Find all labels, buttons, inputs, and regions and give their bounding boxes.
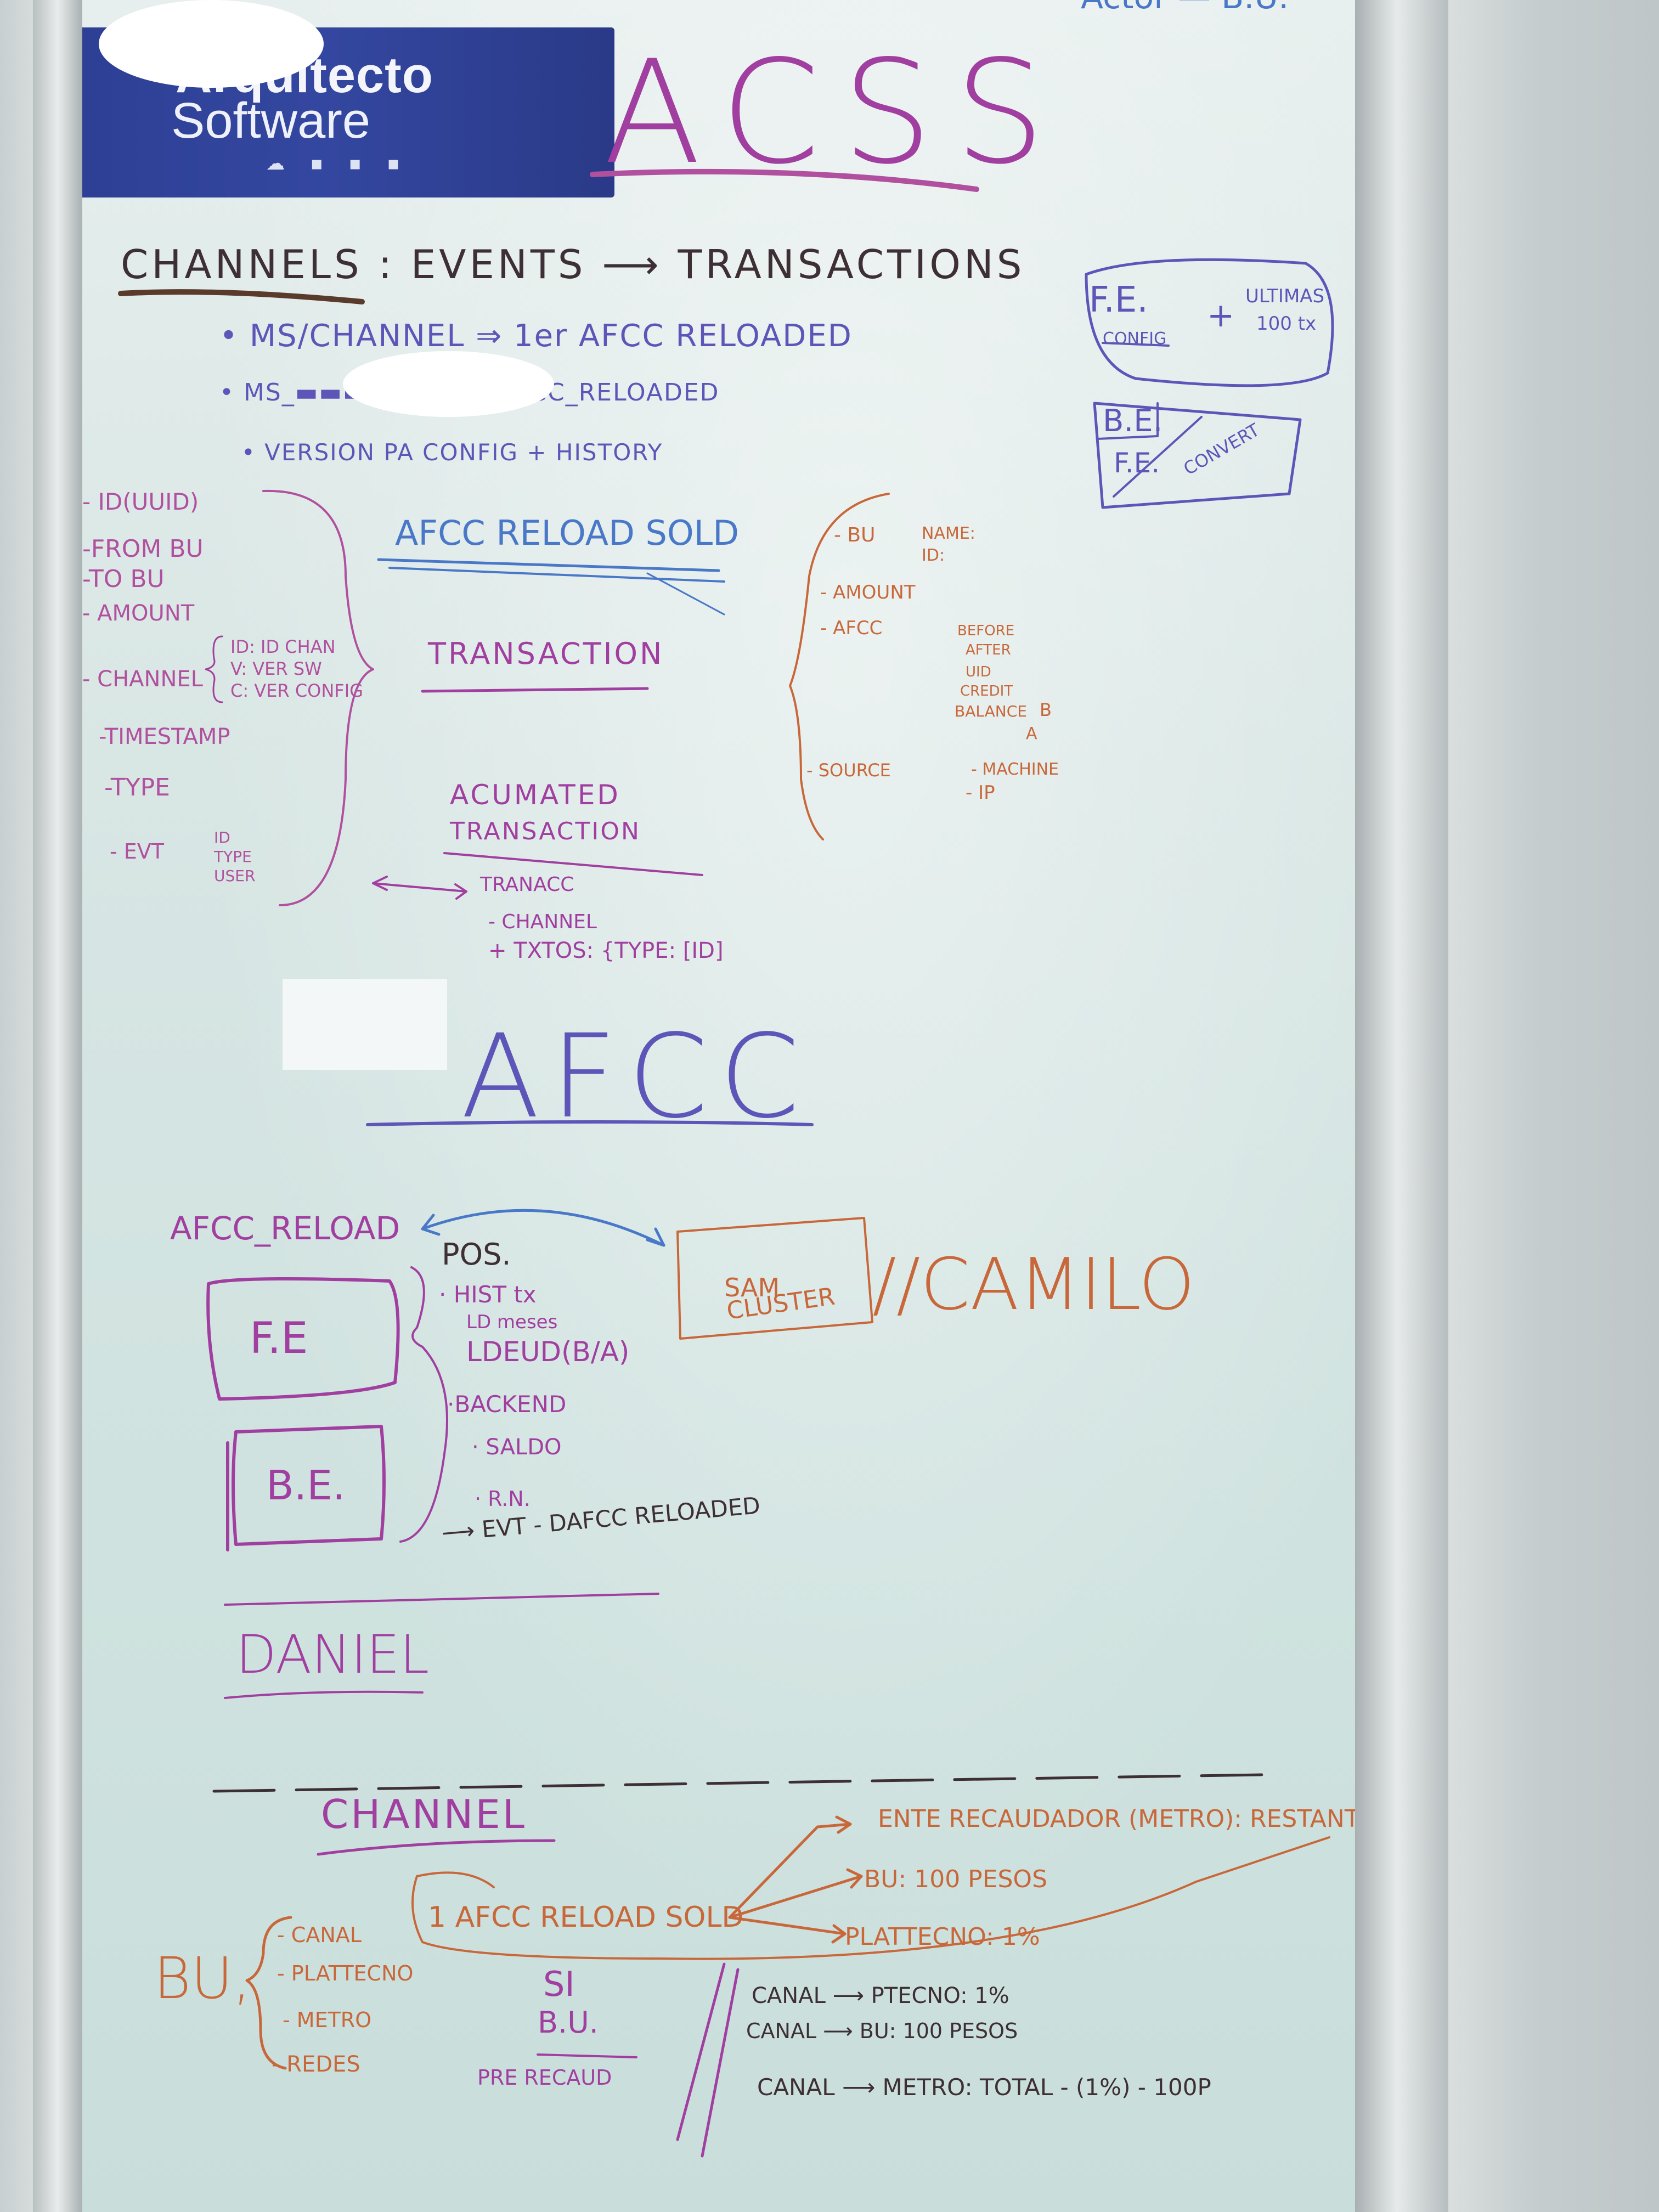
sam-cluster-line1: SAM xyxy=(724,1273,780,1302)
tranacc-txtos: + TXTOS: {TYPE: [ID] xyxy=(488,938,724,963)
field-from-bu: -FROM BU xyxy=(82,535,204,563)
bullet-3: • VERSION PA CONFIG + HISTORY xyxy=(241,439,663,466)
bu-list-redes: - REDES xyxy=(272,2052,360,2077)
field-channel: - CHANNEL xyxy=(82,667,203,692)
source-sub-machine: - MACHINE xyxy=(971,760,1059,779)
channel-sub-v: V: VER SW xyxy=(230,658,322,679)
fe-box-tx: 100 tx xyxy=(1256,313,1317,335)
pos-backend: ·BACKEND xyxy=(447,1391,567,1418)
afcc-reload-label: AFCC_RELOAD xyxy=(170,1210,400,1247)
acumated-line1: ACUMATED xyxy=(450,779,620,811)
bullet-1: • MS/CHANNEL ⇒ 1er AFCC RELOADED xyxy=(219,318,853,354)
canal-line-ptecno: CANAL ⟶ PTECNO: 1% xyxy=(752,1983,1009,2008)
logo-text-line2: Software xyxy=(171,93,371,149)
canal-line-bu: CANAL ⟶ BU: 100 PESOS xyxy=(746,2019,1018,2043)
whiteboard: Arquitecto Software ☁ ▪ ▪ ▪ Actor — B.U.… xyxy=(82,0,1355,2212)
field-to-bu: -TO BU xyxy=(82,565,165,593)
marker-strokes xyxy=(118,168,1334,2158)
right-field-amount: - AMOUNT xyxy=(820,582,916,603)
right-field-afcc: - AFCC xyxy=(820,617,883,639)
channel-sub-id: ID: ID CHAN xyxy=(230,636,336,657)
field-amount: - AMOUNT xyxy=(82,601,195,626)
pos-rn: · R.N. xyxy=(475,1487,531,1511)
corner-note: Actor — B.U. xyxy=(1081,0,1289,16)
board-frame-left xyxy=(33,0,82,2212)
channel-sub-c: C: VER CONFIG xyxy=(230,680,363,701)
right-field-source: - SOURCE xyxy=(806,760,891,781)
acumated-line2: TRANSACTION xyxy=(450,817,641,845)
redaction-blob-logo xyxy=(99,0,324,88)
camilo-label: //CAMILO xyxy=(872,1243,1195,1326)
balance-sub-b: B xyxy=(1040,699,1052,720)
tranacc-channel: - CHANNEL xyxy=(488,911,597,933)
afcc-sub-balance: BALANCE xyxy=(955,702,1027,720)
field-timestamp: -TIMESTAMP xyxy=(99,724,230,749)
afcc-reload-sold-heading: AFCC RELOAD SOLD xyxy=(395,513,739,553)
channel-heading: CHANNEL xyxy=(321,1791,527,1837)
fe-box-ultimas: ULTIMAS xyxy=(1245,285,1325,307)
pasted-white-note xyxy=(283,979,447,1070)
bu-sub-id: ID: xyxy=(922,546,945,565)
redaction-blob-bullet xyxy=(343,351,554,417)
pos-hist-tx: · HIST tx xyxy=(439,1281,537,1308)
bus-label: BU, xyxy=(154,1945,251,2012)
bu-sub-name: NAME: xyxy=(922,524,975,543)
bu-col2-bu: B.U. xyxy=(538,2005,599,2040)
bu-list-plattecno: - PLATTECNO xyxy=(277,1961,414,1985)
afcc-sub-credit: CREDIT xyxy=(960,683,1013,699)
tranacc-label: TRANACC xyxy=(480,873,574,896)
bu-col2-pre-recaud: PRE RECAUD xyxy=(477,2066,612,2090)
afcc-sub-before: BEFORE xyxy=(957,623,1015,639)
be-box-label: B.E. xyxy=(266,1462,346,1509)
board-glare xyxy=(82,0,1355,2212)
transaction-heading: TRANSACTION xyxy=(428,636,664,671)
arrow-target-metro: ENTE RECAUDADOR (METRO): RESTANTE xyxy=(878,1805,1355,1833)
pos-meses: LD meses xyxy=(466,1311,558,1333)
board-frame-right xyxy=(1355,0,1448,2212)
evt-sub-user: USER xyxy=(214,867,256,885)
sold-item: 1 AFCC RELOAD SOLD xyxy=(428,1901,744,1934)
pos-saldo: · SALDO xyxy=(472,1435,562,1460)
field-evt: - EVT xyxy=(110,839,165,864)
field-type: -TYPE xyxy=(104,774,170,802)
channels-heading: CHANNELS : EVENTS ⟶ TRANSACTIONS xyxy=(121,241,1025,287)
pos-deud: LDEUD(B/A) xyxy=(466,1336,630,1368)
evt-sub-type: TYPE xyxy=(214,848,252,866)
arrow-target-bu: BU: 100 PESOS xyxy=(864,1865,1047,1893)
daniel-label: DANIEL xyxy=(236,1624,430,1685)
fe-box-label: F.E xyxy=(250,1314,308,1363)
fe-box-fe: F.E. xyxy=(1089,280,1148,320)
afcc-sub-uid: UID xyxy=(966,664,991,680)
canal-line-metro: CANAL ⟶ METRO: TOTAL - (1%) - 100P xyxy=(757,2074,1211,2101)
bu-list-metro: - METRO xyxy=(283,2008,372,2032)
wall-right xyxy=(1448,0,1659,2212)
pos-label: POS. xyxy=(442,1237,511,1272)
bu-list-canal: - CANAL xyxy=(277,1923,362,1947)
right-field-bu: - BU xyxy=(834,524,876,546)
source-sub-ip: - IP xyxy=(966,782,995,804)
balance-sub-a: A xyxy=(1026,724,1037,743)
logo-icons: ☁ ▪ ▪ ▪ xyxy=(266,153,410,174)
field-id: - ID(UUID) xyxy=(82,488,199,515)
board-title: ACSS xyxy=(603,30,1067,196)
fe-box-plus: + xyxy=(1207,296,1235,335)
bu-col2-si: SI xyxy=(543,1964,575,2004)
evt-sub-id: ID xyxy=(214,828,230,847)
afcc-sub-after: AFTER xyxy=(966,642,1011,658)
